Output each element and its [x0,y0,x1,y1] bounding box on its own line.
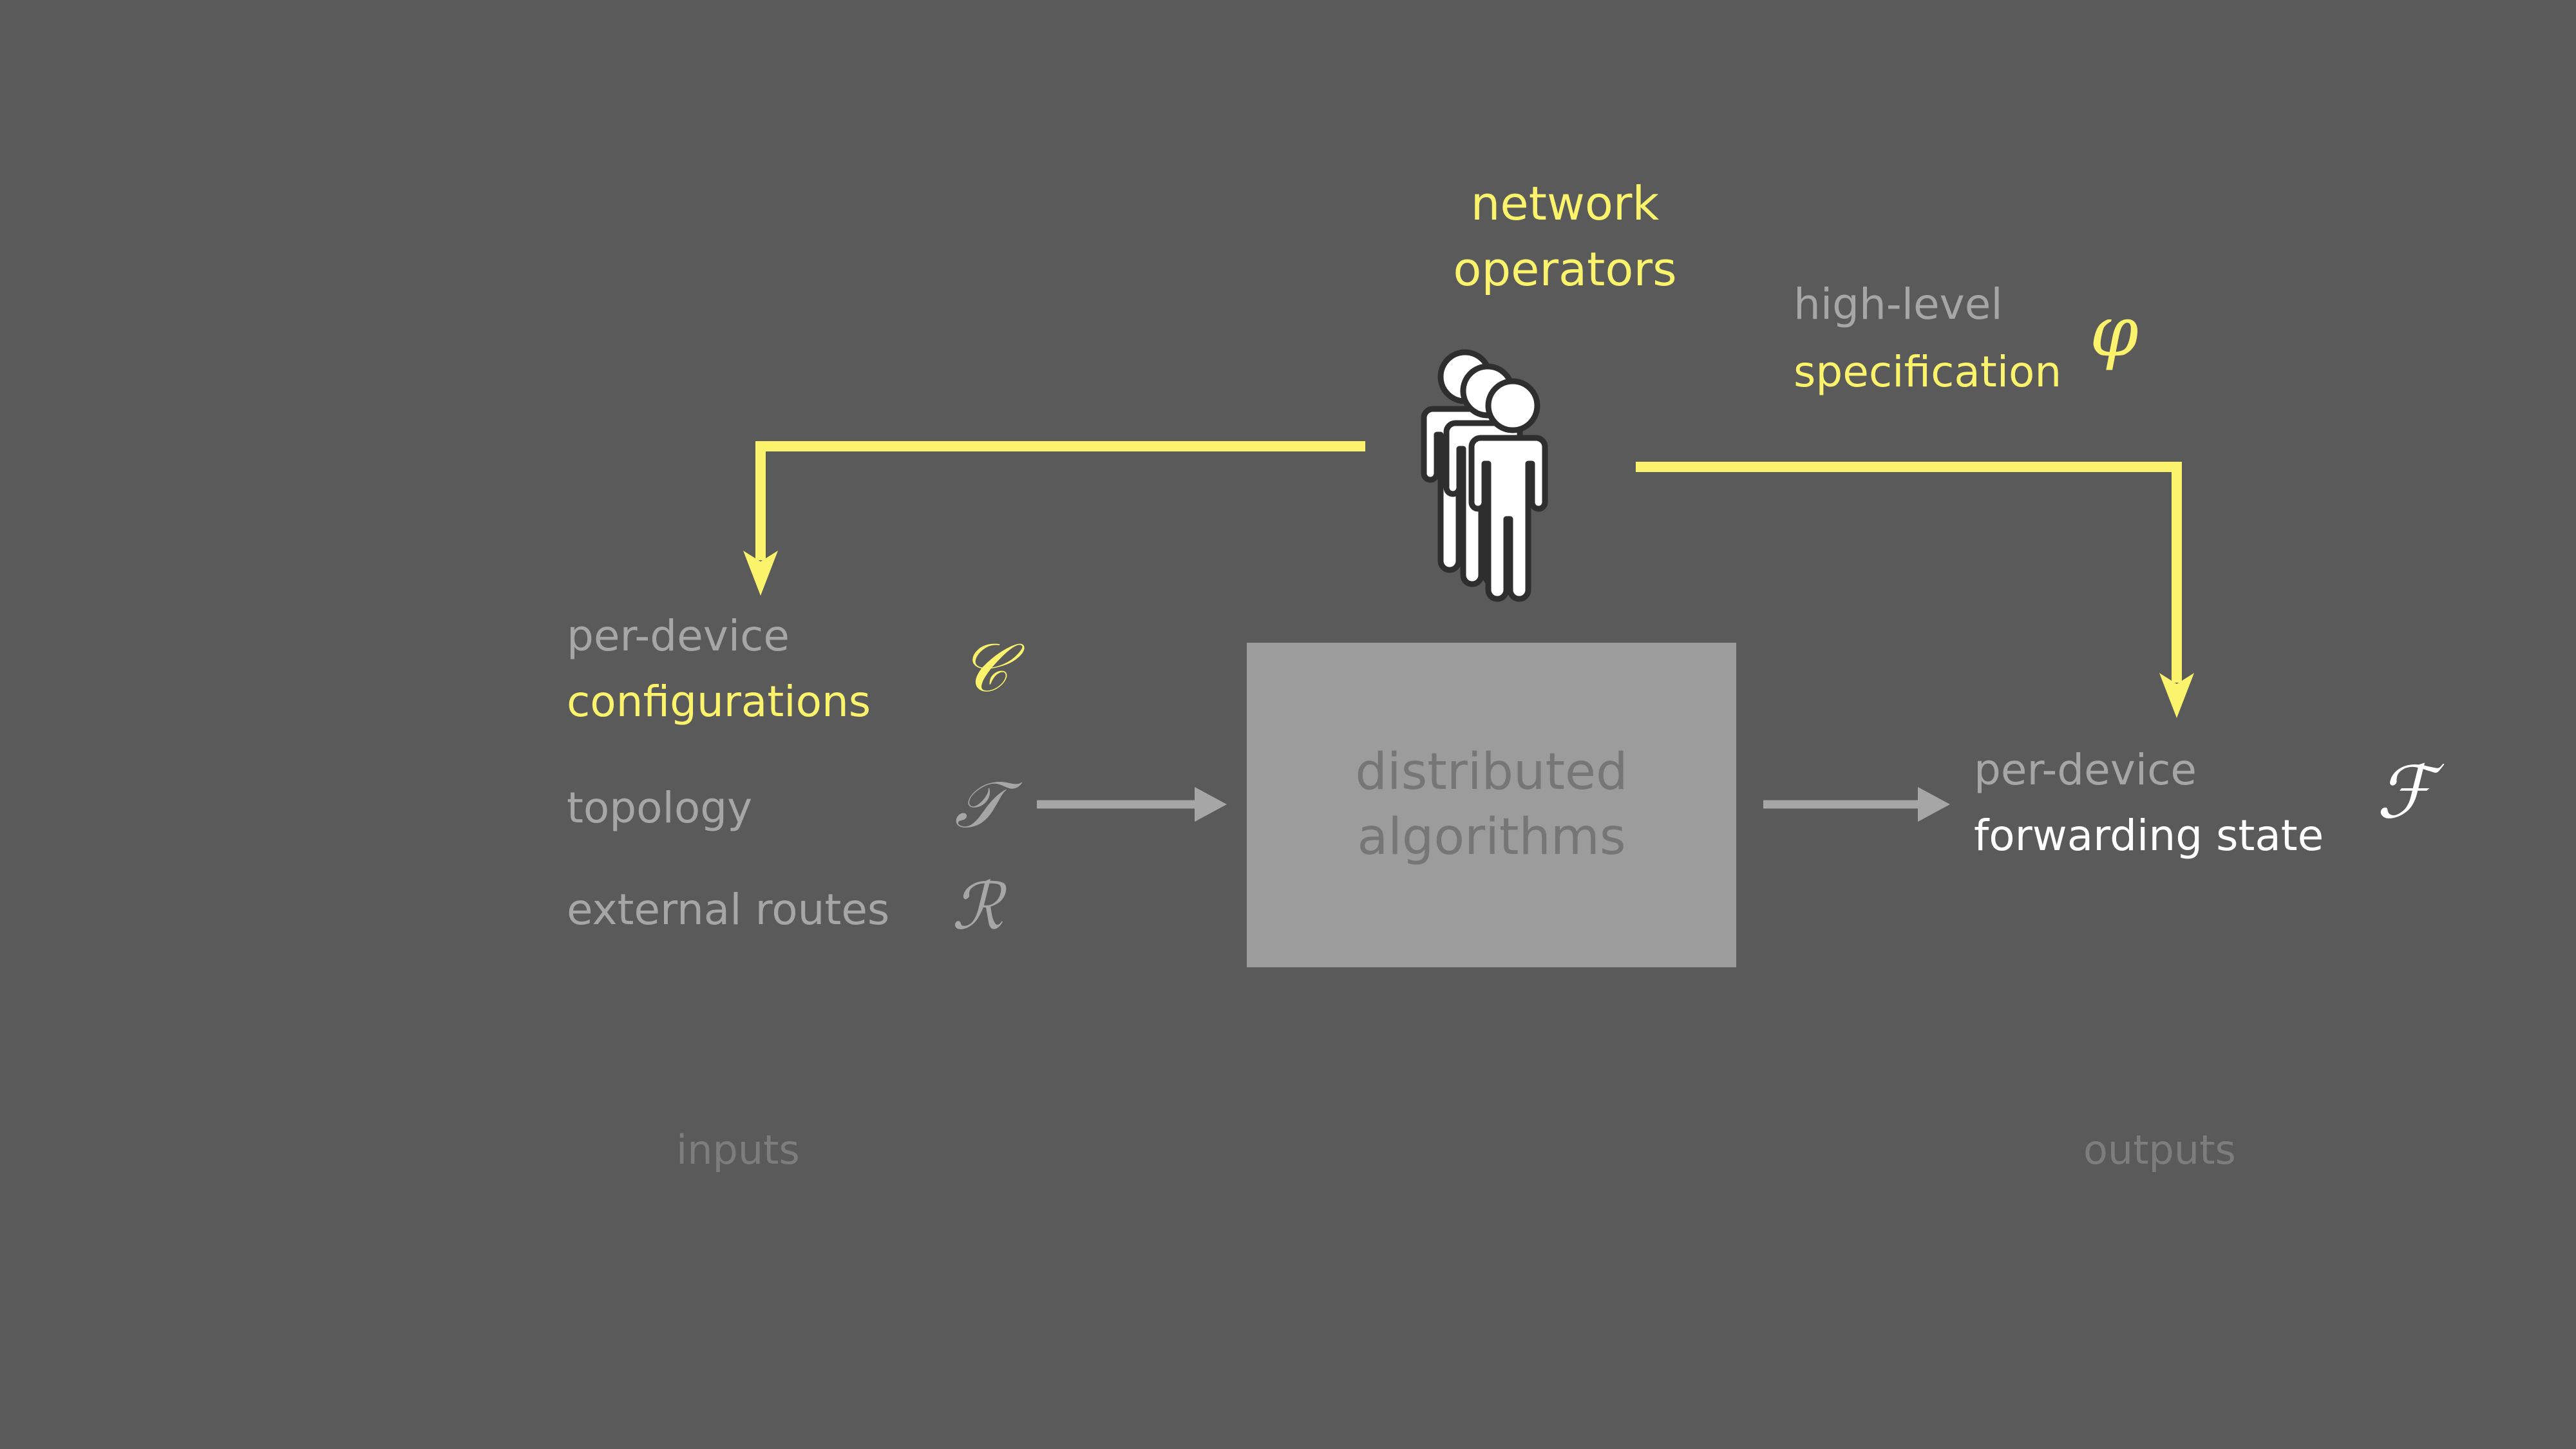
algorithms-box-line2: algorithms [1357,808,1626,866]
operators-title-line2: operators [1453,242,1677,297]
forwarding-state-symbol: ℱ [2376,751,2434,835]
input-topology-label: topology [567,783,753,833]
external-routes-symbol: ℛ [952,869,1003,944]
arrow-algorithms-to-outputs [1763,787,1950,822]
topology-symbol: 𝒯 [954,767,1004,842]
outputs-caption: outputs [2083,1126,2236,1173]
arrow-inputs-to-algorithms [1037,787,1227,822]
input-configurations-line2: configurations [567,677,871,726]
configurations-symbol: 𝒞 [960,629,1009,707]
arrow-operators-to-configurations [743,441,1365,596]
algorithms-box-line1: distributed [1355,743,1628,801]
input-configurations-line1: per-device [567,611,790,661]
output-label-line1: per-device [1974,745,2197,795]
spec-label-line2: specification [1794,347,2062,397]
people-group-icon [1421,349,1548,602]
phi-symbol: φ [2090,292,2139,372]
operators-title-line1: network [1470,176,1660,231]
inputs-caption: inputs [676,1126,800,1173]
input-external-routes-label: external routes [567,885,890,934]
distributed-algorithms-box: distributed algorithms [1247,643,1736,967]
output-label-line2: forwarding state [1974,811,2324,860]
spec-label-line1: high-level [1794,279,2003,329]
network-operators-title: network operators [1385,171,1745,302]
